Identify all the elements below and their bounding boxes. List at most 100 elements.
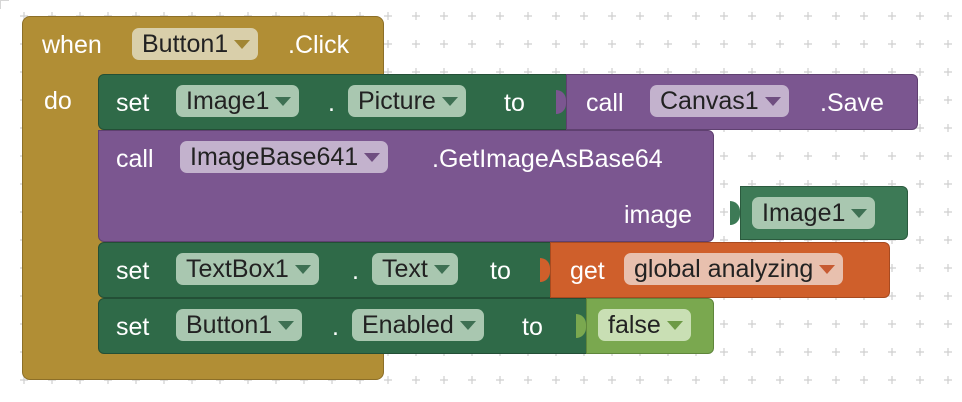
grid-plus-mark <box>720 348 728 356</box>
value-socket-notch <box>576 314 586 338</box>
grid-plus-mark <box>608 40 616 48</box>
grid-plus-mark <box>888 12 896 20</box>
grid-plus-mark <box>916 348 924 356</box>
event-name-label: .Click <box>288 31 350 59</box>
grid-plus-mark <box>580 40 588 48</box>
dot-separator: . <box>328 89 335 117</box>
grid-plus-mark <box>916 68 924 76</box>
grid-plus-mark <box>916 320 924 328</box>
grid-plus-mark <box>636 40 644 48</box>
grid-plus-mark <box>944 376 952 384</box>
grid-plus-mark <box>608 12 616 20</box>
grid-plus-mark <box>496 40 504 48</box>
getimageasbase64-method-label: .GetImageAsBase64 <box>432 145 663 173</box>
chevron-down-icon <box>294 265 311 274</box>
grid-plus-mark <box>944 152 952 160</box>
grid-plus-mark <box>776 320 784 328</box>
grid-plus-mark <box>804 152 812 160</box>
grid-plus-mark <box>468 12 476 20</box>
dot-separator: . <box>332 313 339 341</box>
grid-plus-mark <box>860 376 868 384</box>
grid-plus-mark <box>636 376 644 384</box>
image1-component-dropdown[interactable]: Image1 <box>176 85 300 117</box>
grid-plus-mark <box>916 292 924 300</box>
grid-plus-mark <box>748 152 756 160</box>
grid-plus-mark <box>524 40 532 48</box>
grid-plus-mark <box>384 12 392 20</box>
grid-plus-mark <box>804 320 812 328</box>
grid-plus-mark <box>916 40 924 48</box>
canvas1-component-dropdown[interactable]: Canvas1 <box>650 85 789 117</box>
grid-plus-mark <box>944 180 952 188</box>
dot-separator: . <box>352 257 359 285</box>
grid-plus-mark <box>944 208 952 216</box>
grid-plus-mark <box>580 376 588 384</box>
grid-plus-mark <box>804 376 812 384</box>
grid-plus-mark <box>384 376 392 384</box>
grid-plus-mark <box>664 376 672 384</box>
grid-plus-mark <box>916 124 924 132</box>
grid-plus-mark <box>832 348 840 356</box>
grid-plus-mark <box>776 348 784 356</box>
global-analyzing-variable-dropdown[interactable]: global analyzing <box>624 253 844 285</box>
grid-plus-mark <box>832 376 840 384</box>
set-textbox-text-block[interactable] <box>98 242 552 298</box>
grid-plus-mark <box>860 12 868 20</box>
grid-plus-mark <box>916 264 924 272</box>
grid-plus-mark <box>888 292 896 300</box>
grid-plus-mark <box>664 40 672 48</box>
grid-plus-mark <box>916 12 924 20</box>
grid-plus-mark <box>804 12 812 20</box>
button1-component-dropdown[interactable]: Button1 <box>176 309 303 341</box>
grid-plus-mark <box>832 40 840 48</box>
picture-property-dropdown[interactable]: Picture <box>348 85 466 117</box>
grid-plus-mark <box>860 320 868 328</box>
grid-plus-mark <box>412 376 420 384</box>
grid-plus-mark <box>916 152 924 160</box>
chevron-down-icon <box>441 97 458 106</box>
grid-plus-mark <box>720 180 728 188</box>
grid-plus-mark <box>916 376 924 384</box>
textbox1-component-dropdown[interactable]: TextBox1 <box>176 253 319 285</box>
false-value-dropdown[interactable]: false <box>598 309 691 341</box>
grid-plus-mark <box>860 152 868 160</box>
chevron-down-icon <box>364 153 381 162</box>
grid-plus-mark <box>440 12 448 20</box>
do-label: do <box>44 87 72 115</box>
grid-plus-mark <box>496 376 504 384</box>
to-label: to <box>504 89 525 117</box>
grid-plus-mark <box>720 152 728 160</box>
chevron-down-icon <box>851 209 868 218</box>
set-label: set <box>116 89 150 117</box>
grid-plus-mark <box>944 12 952 20</box>
grid-plus-mark <box>916 180 924 188</box>
grid-plus-mark <box>944 96 952 104</box>
grid-plus-mark <box>524 12 532 20</box>
set-button-enabled-block[interactable] <box>98 298 588 354</box>
chevron-down-icon <box>459 321 476 330</box>
grid-plus-mark <box>888 376 896 384</box>
chevron-down-icon <box>666 321 683 330</box>
enabled-property-dropdown[interactable]: Enabled <box>352 309 484 341</box>
grid-plus-mark <box>748 40 756 48</box>
grid-plus-mark <box>720 40 728 48</box>
grid-plus-mark <box>636 12 644 20</box>
imagebase641-component-dropdown[interactable]: ImageBase641 <box>180 141 389 173</box>
get-label: get <box>570 257 605 285</box>
grid-plus-mark <box>832 152 840 160</box>
grid-plus-mark <box>692 40 700 48</box>
grid-plus-mark <box>832 12 840 20</box>
grid-plus-mark <box>832 320 840 328</box>
value-socket-notch <box>540 258 550 282</box>
grid-plus-mark <box>944 348 952 356</box>
chevron-down-icon <box>819 265 836 274</box>
grid-plus-mark <box>664 12 672 20</box>
grid-plus-mark <box>888 348 896 356</box>
event-component-dropdown[interactable]: Button1 <box>132 28 259 60</box>
grid-plus-mark <box>720 208 728 216</box>
grid-plus-mark <box>524 376 532 384</box>
grid-plus-mark <box>552 376 560 384</box>
text-property-dropdown[interactable]: Text <box>372 253 458 285</box>
grid-plus-mark <box>384 40 392 48</box>
image1-getter-dropdown[interactable]: Image1 <box>752 197 876 229</box>
